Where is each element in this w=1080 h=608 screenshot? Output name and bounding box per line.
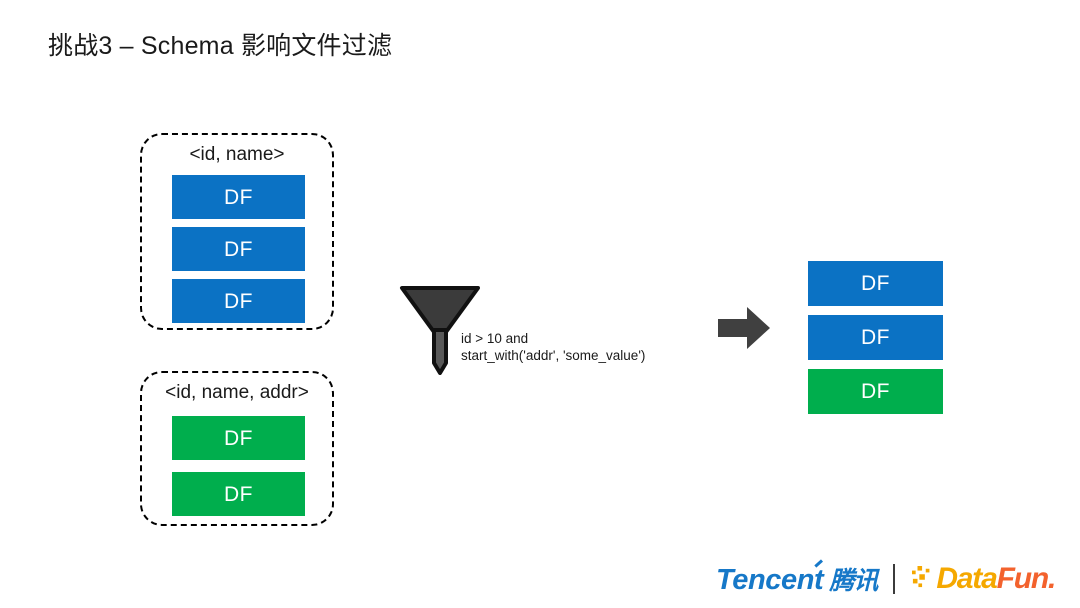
datafun-data-text: Data bbox=[936, 562, 997, 595]
tencent-wordmark: Tencent bbox=[716, 559, 824, 597]
output-df-block: DF bbox=[808, 261, 943, 306]
funnel-icon bbox=[399, 285, 481, 375]
tencent-chinese-name: 腾讯 bbox=[829, 567, 878, 595]
filter-predicate-line-2: start_with('addr', 'some_value') bbox=[461, 348, 646, 363]
datafun-wordmark: DataFun. bbox=[936, 562, 1057, 596]
df-block-label: DF bbox=[861, 272, 890, 295]
df-block-label: DF bbox=[224, 237, 253, 261]
output-df-block: DF bbox=[808, 369, 943, 414]
output-df-block: DF bbox=[808, 315, 943, 360]
df-block: DF bbox=[172, 416, 305, 460]
filter-predicate-line-1: id > 10 and bbox=[461, 331, 529, 346]
df-block: DF bbox=[172, 227, 305, 271]
df-block-label: DF bbox=[861, 326, 890, 349]
datafun-logo: DataFun. bbox=[912, 562, 1057, 596]
df-block-label: DF bbox=[224, 426, 253, 450]
footer-logos: Tencent 腾讯 DataFun. bbox=[716, 558, 1057, 600]
df-block: DF bbox=[172, 279, 305, 323]
input-group-id-name-label: <id, name> bbox=[189, 144, 285, 165]
df-block: DF bbox=[172, 472, 305, 516]
datafun-fun-text: Fun. bbox=[996, 562, 1057, 595]
right-arrow-icon bbox=[718, 306, 770, 350]
df-block-label: DF bbox=[224, 289, 253, 313]
datafun-dots-icon bbox=[912, 564, 934, 595]
tencent-wordmark-text: Tencent bbox=[716, 564, 824, 596]
logo-divider bbox=[893, 564, 896, 594]
df-block: DF bbox=[172, 175, 305, 219]
page-title: 挑战3 – Schema 影响文件过滤 bbox=[48, 32, 393, 60]
df-block-label: DF bbox=[224, 482, 253, 506]
df-block-label: DF bbox=[224, 185, 253, 209]
input-group-id-name-addr-label: <id, name, addr> bbox=[165, 382, 309, 403]
tencent-logo: Tencent 腾讯 bbox=[716, 559, 878, 597]
df-block-label: DF bbox=[861, 380, 890, 403]
filter-predicate: id > 10 and start_with('addr', 'some_val… bbox=[461, 330, 645, 364]
